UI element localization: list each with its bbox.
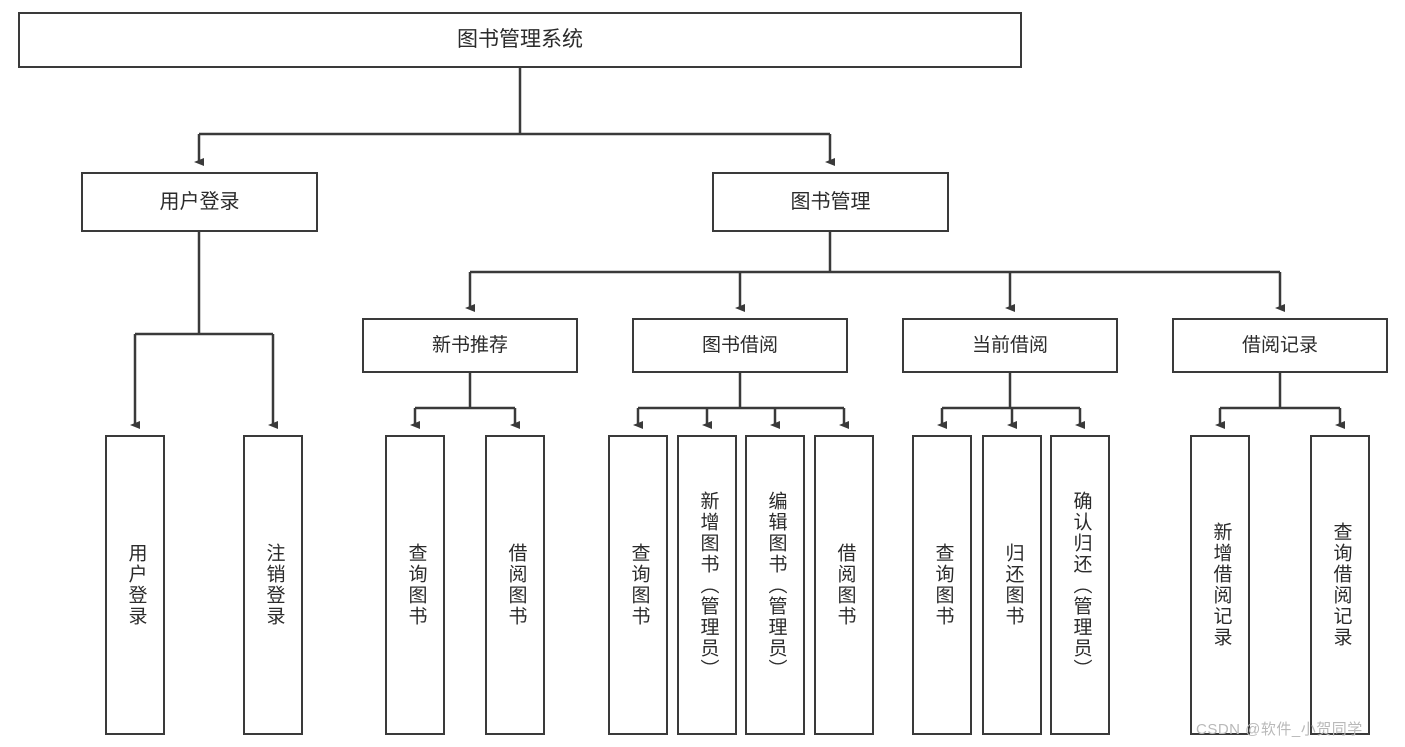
node-leaf-label: 查询图书 [932, 543, 954, 627]
node-level1-1[interactable]: 图书管理 [712, 172, 949, 232]
node-leaf-11[interactable]: 新增借阅记录 [1190, 435, 1250, 735]
node-level2-label: 当前借阅 [971, 334, 1048, 356]
node-level2-2[interactable]: 当前借阅 [902, 318, 1118, 373]
node-leaf-label: 借阅图书 [834, 543, 856, 627]
node-level1-0[interactable]: 用户登录 [81, 172, 318, 232]
watermark-credit: CSDN @软件_小贺同学 [1196, 721, 1363, 738]
node-level2-label: 图书借阅 [701, 334, 778, 356]
node-level1-label: 图书管理 [790, 190, 871, 213]
node-leaf-label: 借阅图书 [505, 543, 527, 627]
node-leaf-label: 查询图书 [405, 543, 427, 627]
node-level2-1[interactable]: 图书借阅 [632, 318, 848, 373]
node-leaf-2[interactable]: 查询图书 [385, 435, 445, 735]
node-level1-label: 用户登录 [159, 190, 240, 213]
node-leaf-label: 查询图书 [628, 543, 650, 627]
node-level2-0[interactable]: 新书推荐 [362, 318, 578, 373]
node-leaf-9[interactable]: 归还图书 [982, 435, 1042, 735]
node-leaf-0[interactable]: 用户登录 [105, 435, 165, 735]
node-leaf-label: 查询借阅记录 [1330, 522, 1352, 648]
node-leaf-10[interactable]: 确认归还（管理员） [1050, 435, 1110, 735]
node-leaf-8[interactable]: 查询图书 [912, 435, 972, 735]
node-leaf-3[interactable]: 借阅图书 [485, 435, 545, 735]
node-leaf-label: 确认归还（管理员） [1070, 490, 1092, 680]
node-leaf-12[interactable]: 查询借阅记录 [1310, 435, 1370, 735]
node-level2-3[interactable]: 借阅记录 [1172, 318, 1388, 373]
node-leaf-label: 编辑图书（管理员） [765, 490, 787, 680]
node-leaf-1[interactable]: 注销登录 [243, 435, 303, 735]
node-leaf-4[interactable]: 查询图书 [608, 435, 668, 735]
node-level2-label: 借阅记录 [1241, 334, 1318, 356]
node-root-label: 图书管理系统 [457, 27, 583, 51]
node-leaf-6[interactable]: 编辑图书（管理员） [745, 435, 805, 735]
node-leaf-5[interactable]: 新增图书（管理员） [677, 435, 737, 735]
node-leaf-7[interactable]: 借阅图书 [814, 435, 874, 735]
node-leaf-label: 新增图书（管理员） [697, 490, 719, 680]
node-root[interactable]: 图书管理系统 [18, 12, 1022, 68]
node-leaf-label: 归还图书 [1002, 543, 1024, 627]
node-leaf-label: 新增借阅记录 [1210, 522, 1232, 648]
node-leaf-label: 用户登录 [125, 543, 147, 627]
node-level2-label: 新书推荐 [431, 334, 508, 356]
node-leaf-label: 注销登录 [263, 543, 285, 627]
